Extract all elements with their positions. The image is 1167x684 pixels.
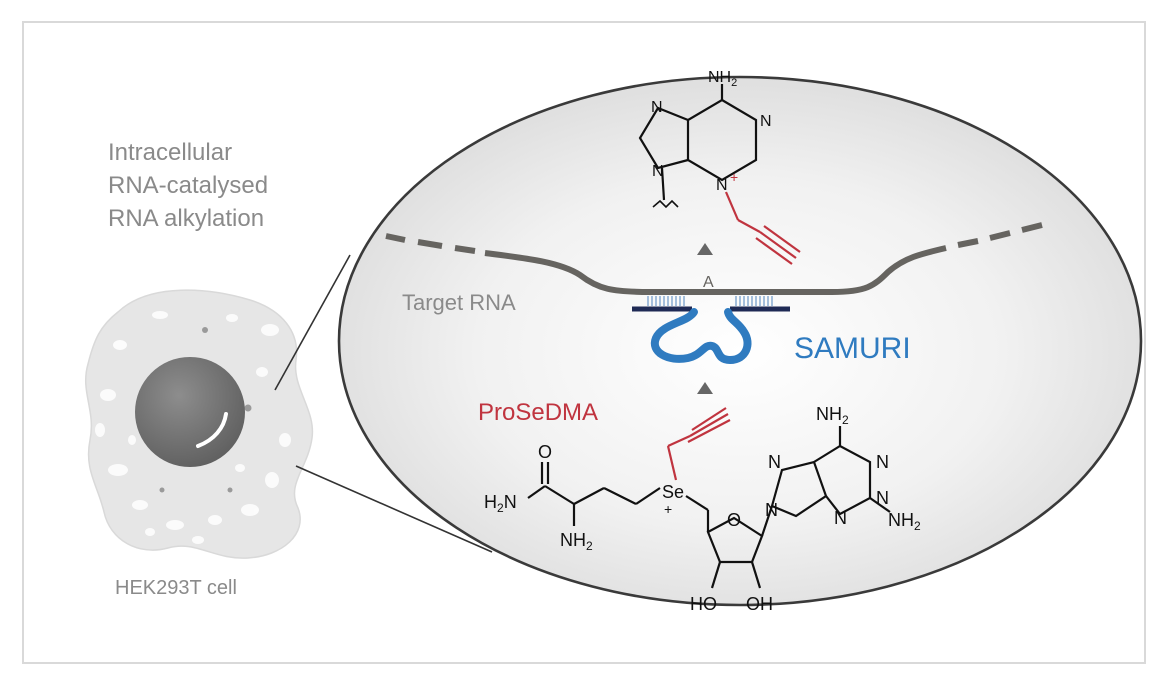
rna-dash (989, 230, 1011, 241)
cell-vesicles (95, 311, 291, 544)
zoom-line-top (274, 254, 351, 391)
arrow-up-top (697, 243, 713, 255)
n-label: N (652, 163, 664, 180)
n-label: N (876, 488, 889, 508)
purine-nh2-right: NH2 (888, 510, 921, 533)
cell-nucleus (135, 357, 245, 467)
rna-dash (454, 245, 476, 254)
prosedma-molecule (527, 407, 891, 589)
purine-nh2-top: NH2 (816, 404, 849, 427)
o-amide: O (538, 442, 552, 462)
caption-line-1: Intracellular (108, 139, 232, 166)
adenosine-site-label: A (703, 274, 714, 291)
rna-backbone (484, 245, 947, 295)
nucleus-highlight (196, 412, 228, 448)
rna-dash (417, 239, 443, 249)
pyrimidine-ring-2 (813, 444, 872, 516)
imidazole-ring (770, 460, 828, 518)
plus-charge: + (730, 169, 738, 185)
oh-label: OH (746, 594, 773, 614)
rna-dash (957, 238, 979, 248)
n-label: N (876, 452, 889, 472)
nh2-amine: NH2 (560, 530, 593, 553)
alkylated-adenine (638, 84, 801, 265)
propargyl-chain (666, 407, 731, 481)
figure-frame (22, 21, 1146, 664)
cell-label: HEK293T cell (115, 577, 237, 599)
prosedma-label: ProSeDMA (478, 399, 598, 426)
n-label: N (765, 500, 778, 520)
n-plus-label: N (716, 177, 728, 194)
nh2-top: NH2 (708, 69, 737, 89)
o-ring: O (727, 510, 741, 530)
rna-dash (385, 233, 406, 243)
h2n-amide: H2N (484, 492, 517, 515)
n-label: N (651, 99, 663, 116)
propargyl-group (724, 191, 801, 265)
samuri-label: SAMURI (794, 332, 911, 365)
target-rna-label: Target RNA (402, 290, 516, 315)
n-label: N (760, 113, 772, 130)
base-pair-ticks (647, 296, 773, 306)
samuri-ribozyme (632, 306, 790, 364)
target-rna-strand (385, 222, 1043, 295)
arrow-up-bottom (697, 382, 713, 394)
ho-label: HO (690, 594, 717, 614)
ribose-ring (706, 516, 764, 564)
rna-dash (1021, 222, 1043, 233)
adenine-labels: NH2 N N N N + (651, 69, 772, 194)
prosedma-labels: O H2N NH2 Se + O HO OH NH2 NH2 N N N N N (484, 404, 921, 614)
caption-line-3: RNA alkylation (108, 205, 264, 232)
zoom-line-bottom (295, 465, 493, 553)
caption: Intracellular RNA-catalysed RNA alkylati… (108, 139, 268, 232)
caption-line-2: RNA-catalysed (108, 172, 268, 199)
n-label: N (768, 452, 781, 472)
cell-granules (159, 327, 252, 493)
se-label: Se (662, 482, 684, 502)
zoom-ellipse (337, 75, 1143, 607)
hek293t-cell: HEK293T cell (84, 289, 314, 599)
samuri-loop (650, 308, 752, 364)
se-plus: + (664, 501, 672, 517)
n-label: N (834, 508, 847, 528)
